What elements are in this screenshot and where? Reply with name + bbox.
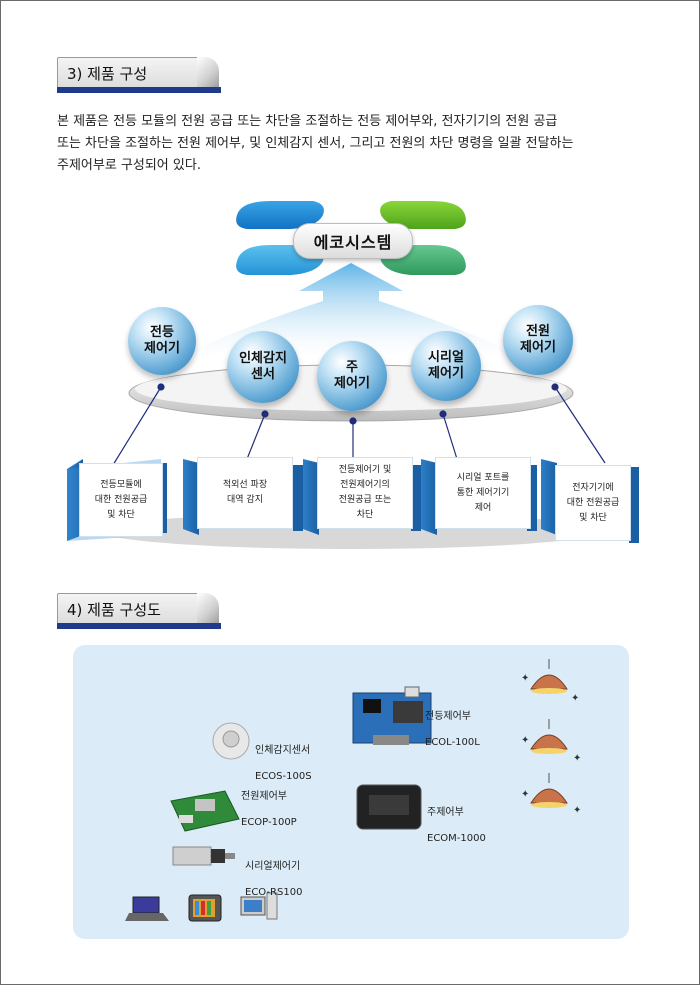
function-box-serial: 시리얼 포트를 통한 제어기기 제어 [435, 457, 531, 529]
svg-text:✦: ✦ [521, 789, 529, 800]
component-main-controller: 주 제어기 [317, 341, 387, 411]
page-curl-icon [197, 57, 219, 87]
petal-top-right [380, 201, 466, 229]
tv-icon [188, 894, 222, 922]
section-4-title: 4) 제품 구성도 [67, 601, 161, 619]
main-controller-model: ECOM-1000 [427, 833, 486, 844]
box-side-2 [183, 459, 199, 535]
function-box-main: 전등제어기 및 전원제어기의 전원공급 또는 차단 [317, 457, 413, 529]
svg-text:✦: ✦ [573, 805, 581, 816]
component-light-controller: 전등 제어기 [128, 307, 196, 375]
intro-line-2: 또는 차단을 조절하는 전원 제어부, 및 인체감지 센서, 그리고 전원의 차… [57, 136, 574, 151]
power-controller-model: ECOP-100P [241, 817, 297, 828]
page-curl-icon [197, 593, 219, 623]
component-serial-controller: 시리얼 제어기 [411, 331, 481, 401]
light-controller-label: 전등제어부 ECOL-100L [425, 697, 480, 762]
serial-controller-icon [172, 846, 235, 866]
svg-text:✦: ✦ [573, 753, 581, 764]
sensor-name: 인체감지센서 [255, 745, 311, 756]
power-controller-board-icon [170, 790, 240, 832]
lamp-icon-3 [530, 773, 568, 808]
light-controller-name: 전등제어부 [425, 711, 471, 722]
power-controller-label: 전원제어부 ECOP-100P [241, 777, 297, 842]
box-edge-1 [159, 463, 167, 533]
motion-sensor-icon [212, 722, 250, 760]
ecosystem-label: 에코시스템 [293, 223, 413, 259]
section-underline [57, 623, 221, 629]
section-underline [57, 87, 221, 93]
section-3-title: 3) 제품 구성 [67, 65, 148, 83]
component-motion-sensor: 인체감지 센서 [227, 331, 299, 403]
intro-paragraph: 본 제품은 전등 모듈의 전원 공급 또는 차단을 조절하는 전등 제어부와, … [57, 111, 651, 177]
main-controller-name: 주제어부 [427, 807, 464, 818]
lamp-icon-2 [530, 719, 568, 754]
light-controller-board-icon [352, 686, 432, 745]
sensor-model: ECOS-100S [255, 771, 312, 782]
laptop-icon [125, 896, 169, 921]
box-side-4 [421, 459, 437, 535]
box-edge-2 [293, 465, 303, 531]
configuration-panel [73, 645, 629, 939]
box-edge-5 [629, 467, 639, 543]
function-box-sensor: 적외선 파장 대역 감지 [197, 457, 293, 529]
box-edge-3 [411, 465, 421, 531]
sparkle-icons: ✦ ✦ ✦ ✦ ✦ ✦ [521, 673, 581, 816]
function-box-light: 전등모듈에 대한 전원공급 및 차단 [79, 463, 163, 537]
section-3-header: 3) 제품 구성 [57, 57, 221, 93]
section-4-header: 4) 제품 구성도 [57, 593, 221, 629]
sensor-label: 인체감지센서 ECOS-100S [255, 731, 312, 796]
box-side-5 [541, 459, 557, 535]
main-controller-label: 주제어부 ECOM-1000 [427, 793, 486, 858]
box-side-3 [303, 459, 319, 535]
function-box-power: 전자기기에 대한 전원공급 및 차단 [555, 465, 631, 541]
main-controller-icon [356, 784, 422, 830]
intro-line-3: 주제어부로 구성되어 있다. [57, 158, 201, 173]
component-power-controller: 전원 제어기 [503, 305, 573, 375]
power-controller-name: 전원제어부 [241, 791, 287, 802]
lamp-icon-1 [530, 659, 568, 694]
svg-text:✦: ✦ [521, 673, 529, 684]
intro-line-1: 본 제품은 전등 모듈의 전원 공급 또는 차단을 조절하는 전등 제어부와, … [57, 114, 558, 129]
serial-controller-label: 시리얼제어기 ECO-RS100 [245, 847, 302, 912]
box-edge-4 [527, 465, 537, 531]
light-controller-model: ECOL-100L [425, 737, 480, 748]
petal-top-left [236, 201, 324, 229]
desktop-pc-icon [240, 892, 278, 920]
serial-controller-model: ECO-RS100 [245, 887, 303, 898]
svg-text:✦: ✦ [571, 693, 579, 704]
serial-controller-name: 시리얼제어기 [245, 861, 301, 872]
svg-text:✦: ✦ [521, 735, 529, 746]
